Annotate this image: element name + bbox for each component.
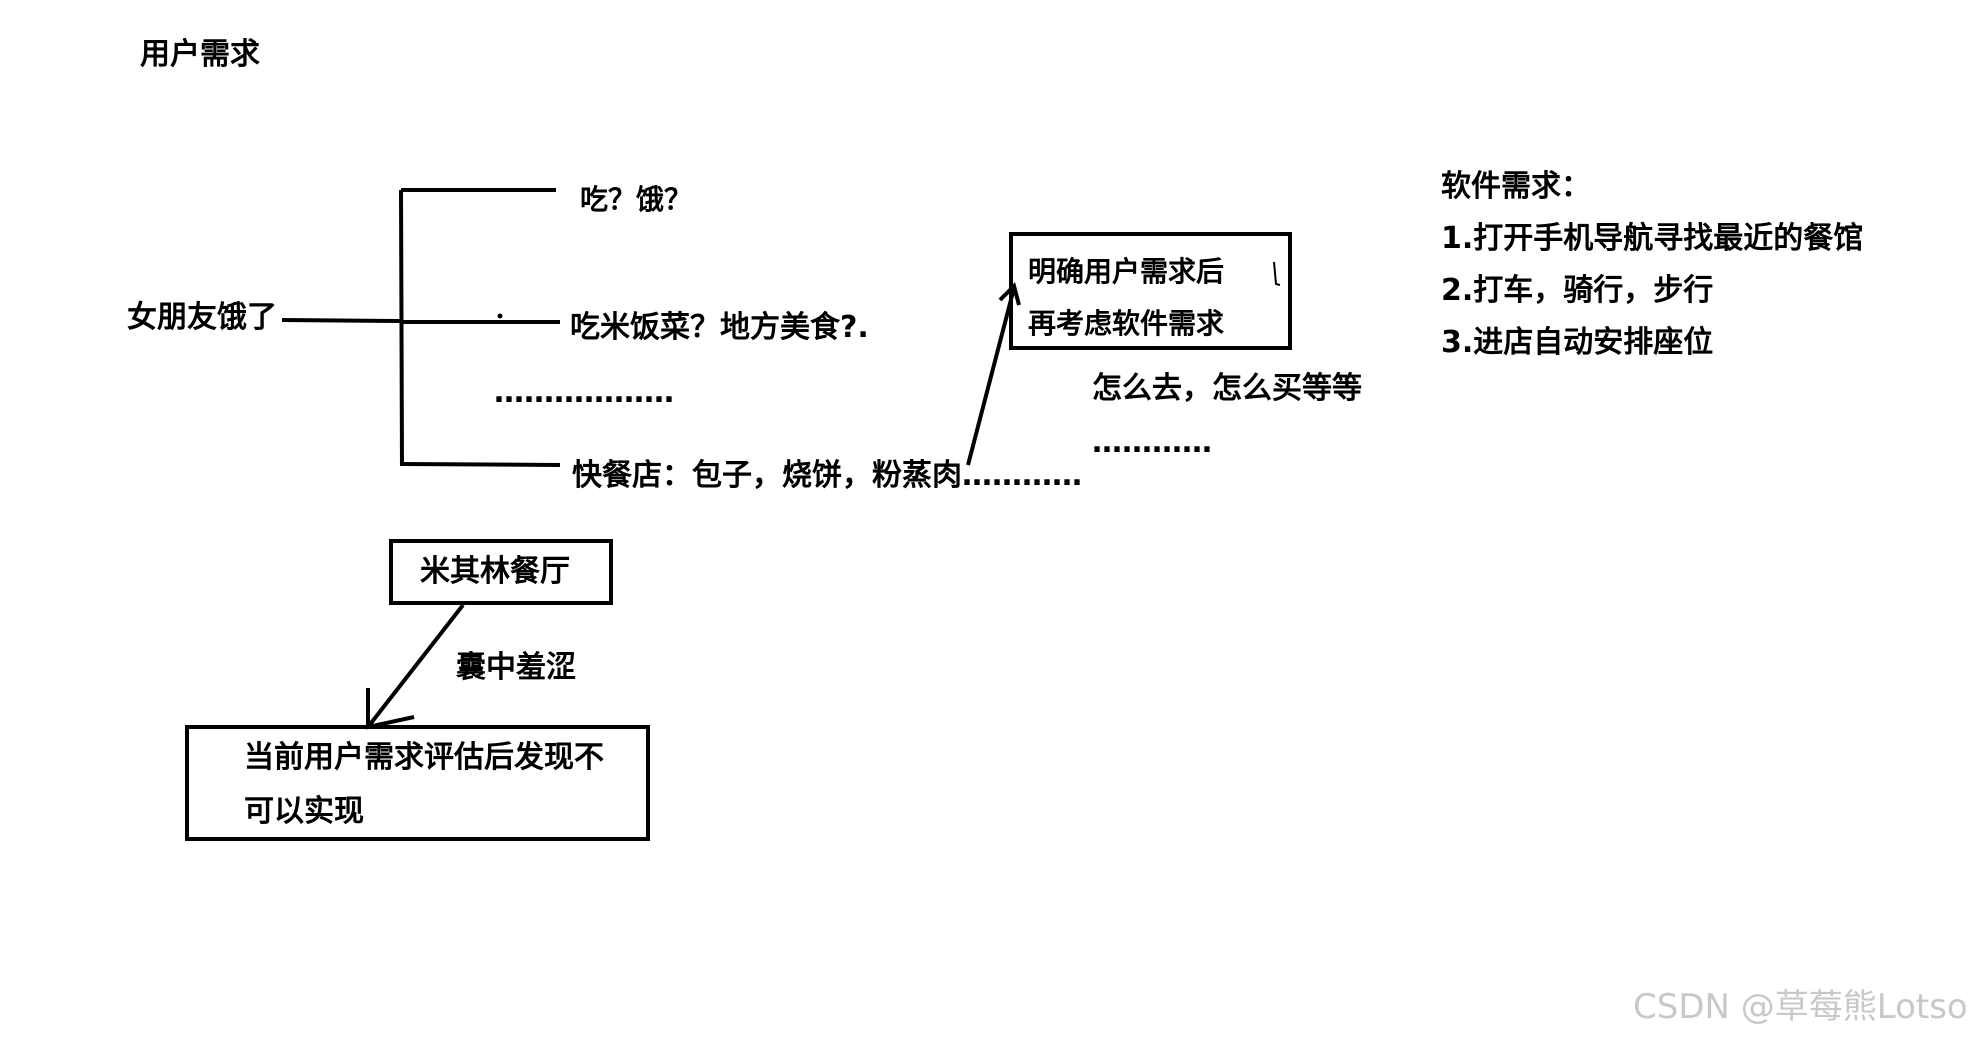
clarify-note-ellipsis: ………… (1092, 425, 1212, 460)
clarify-box-line-2: 再考虑软件需求 (1028, 307, 1225, 340)
branch-label-3: 快餐店：包子，烧饼，粉蒸肉………… (572, 458, 1082, 493)
branch-label-2: 吃米饭菜？地方美食?. (570, 310, 869, 345)
result-box-line-1: 当前用户需求评估后发现不 (244, 740, 604, 775)
result-box: 当前用户需求评估后发现不 可以实现 (185, 725, 650, 841)
stray-mark (1273, 261, 1281, 286)
csdn-watermark: CSDN @草莓熊Lotso (1633, 987, 1968, 1027)
clarify-box: 明确用户需求后 再考虑软件需求 (1009, 232, 1292, 350)
clarify-note-line-1: 怎么去，怎么买等等 (1092, 371, 1362, 406)
michelin-box-label: 米其林餐厅 (420, 554, 570, 589)
arrow-to-result-box (366, 603, 465, 729)
page-title: 用户需求 (140, 37, 260, 72)
software-requirement-item-3: 3.进店自动安排座位 (1441, 325, 1714, 360)
software-requirements-title: 软件需求： (1441, 169, 1591, 204)
arrow-label: 囊中羞涩 (456, 650, 576, 685)
software-requirement-item-1: 1.打开手机导航寻找最近的餐馆 (1441, 221, 1864, 256)
branch-line-3 (401, 462, 561, 467)
stray-dot (497, 313, 503, 319)
result-box-line-2: 可以实现 (244, 794, 364, 829)
clarify-box-line-1: 明确用户需求后 (1028, 255, 1225, 288)
branch-ellipsis: ……………… (494, 375, 674, 410)
arrow-to-clarify-box (966, 287, 1016, 466)
michelin-box: 米其林餐厅 (389, 539, 613, 605)
root-connector-line (281, 318, 403, 323)
branch-label-1: 吃？饿？ (580, 183, 693, 216)
bracket-vertical-line (399, 189, 404, 467)
software-requirement-item-2: 2.打车，骑行，步行 (1441, 273, 1714, 308)
arrowhead-clarify-icon (998, 282, 1021, 306)
root-node: 女朋友饿了 (127, 300, 277, 335)
